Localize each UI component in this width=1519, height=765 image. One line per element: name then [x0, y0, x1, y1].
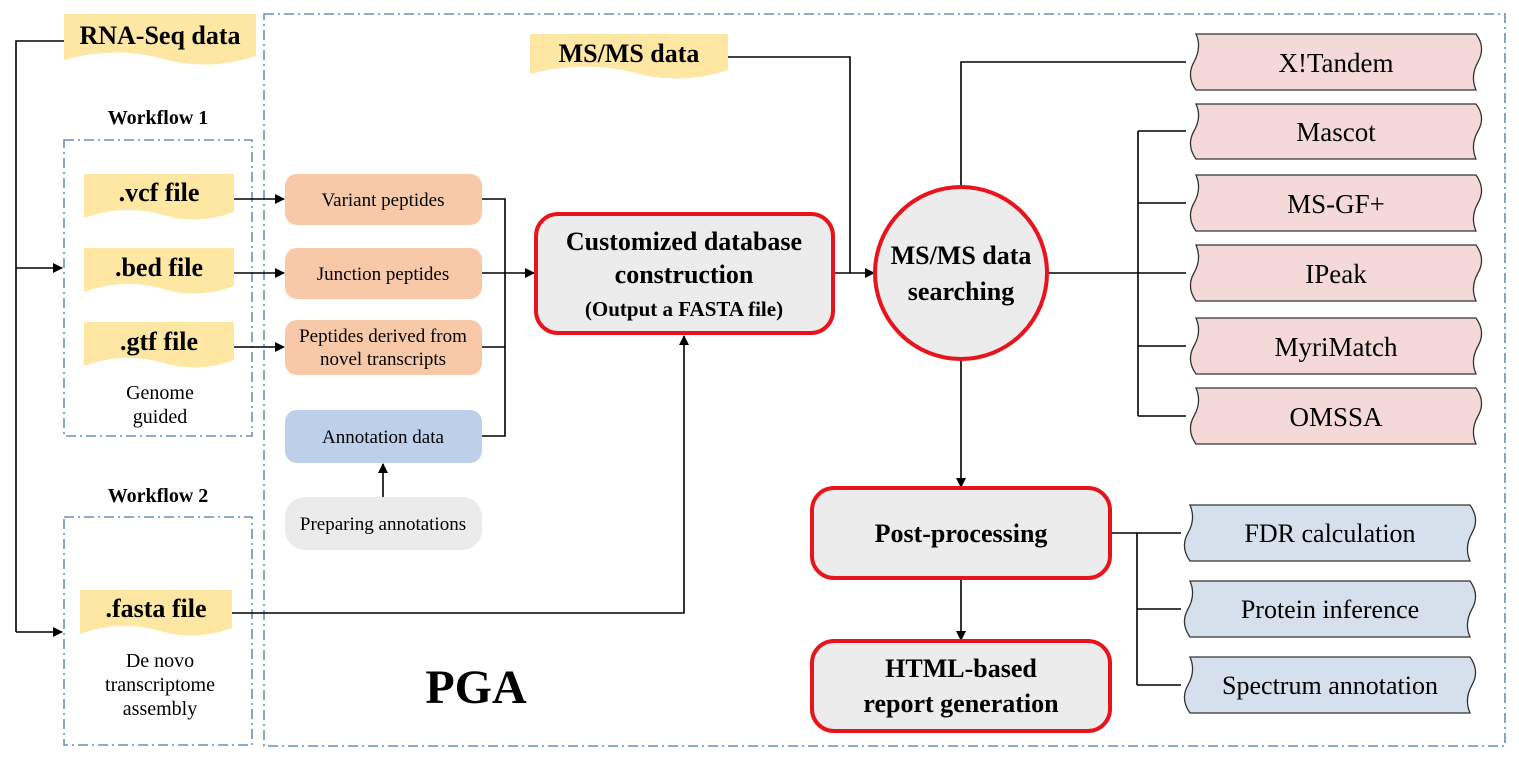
- engine-mascot: Mascot: [1189, 103, 1483, 160]
- workflow2-boundary: [63, 516, 253, 746]
- post-processing-box: Post-processing: [810, 486, 1112, 580]
- annotation-data-label: Annotation data: [322, 427, 444, 448]
- step-fdr-calculation: FDR calculation: [1183, 504, 1477, 562]
- workflow1-title: Workflow 1: [108, 107, 209, 129]
- engine-label: OMSSA: [1289, 402, 1383, 432]
- workflow1-caption-line2: guided: [133, 406, 187, 428]
- workflow1-caption-line1: Genome: [126, 382, 194, 404]
- novel-peptides-box: Peptides derived from novel transcripts: [285, 320, 482, 375]
- vcf-label: .vcf file: [119, 178, 200, 207]
- step-label: FDR calculation: [1244, 519, 1415, 548]
- report-line2: report generation: [863, 689, 1059, 718]
- workflow2-caption-line3: assembly: [123, 698, 197, 720]
- workflow2-caption-line1: De novo: [126, 650, 194, 672]
- engine-msgf: MS-GF+: [1189, 174, 1483, 232]
- workflow2-caption-line2: transcriptome: [105, 674, 215, 696]
- gtf-tag: .gtf file: [84, 322, 234, 368]
- engine-omssa: OMSSA: [1189, 387, 1483, 445]
- preparing-annotations-label: Preparing annotations: [300, 514, 466, 535]
- fasta-label: .fasta file: [105, 594, 206, 623]
- engine-label: MyriMatch: [1275, 332, 1398, 362]
- post-processing-label: Post-processing: [875, 519, 1048, 548]
- rnaseq-label: RNA-Seq data: [79, 21, 240, 50]
- search-line2: searching: [908, 277, 1014, 306]
- db-line2: construction: [615, 260, 754, 289]
- pga-label: PGA: [425, 661, 527, 714]
- db-line3: (Output a FASTA file): [585, 297, 783, 321]
- workflow2-title: Workflow 2: [108, 485, 209, 507]
- junction-peptides-label: Junction peptides: [317, 264, 449, 285]
- step-spectrum-annotation: Spectrum annotation: [1183, 656, 1477, 714]
- gtf-label: .gtf file: [120, 327, 198, 356]
- rnaseq-tag: RNA-Seq data: [64, 14, 256, 65]
- engine-ipeak: IPeak: [1189, 244, 1483, 302]
- report-line1: HTML-based: [885, 654, 1037, 683]
- annotation-data-box: Annotation data: [285, 410, 482, 463]
- step-label: Spectrum annotation: [1222, 671, 1438, 700]
- fasta-tag: .fasta file: [80, 590, 232, 636]
- junction-peptides-box: Junction peptides: [285, 248, 482, 299]
- workflow1-boundary: [63, 139, 253, 437]
- bed-tag: .bed file: [84, 248, 234, 294]
- pga-boundary: [263, 13, 1506, 747]
- step-label: Protein inference: [1241, 595, 1419, 624]
- variant-peptides-label: Variant peptides: [322, 190, 445, 211]
- database-construction-box: Customized database construction (Output…: [534, 212, 835, 335]
- engine-label: X!Tandem: [1278, 48, 1393, 78]
- msms-tag: MS/MS data: [530, 34, 728, 79]
- bed-label: .bed file: [115, 253, 203, 282]
- step-protein-inference: Protein inference: [1183, 580, 1477, 638]
- vcf-tag: .vcf file: [84, 174, 234, 220]
- engine-label: Mascot: [1296, 117, 1376, 147]
- preparing-annotations-box: Preparing annotations: [285, 497, 482, 550]
- engine-label: MS-GF+: [1287, 189, 1385, 219]
- novel-peptides-line1: Peptides derived from: [299, 326, 467, 347]
- search-line1: MS/MS data: [891, 241, 1032, 270]
- novel-peptides-line2: novel transcripts: [320, 349, 446, 370]
- engine-xtandem: X!Tandem: [1189, 33, 1483, 91]
- db-line1: Customized database: [566, 227, 802, 256]
- engine-label: IPeak: [1305, 259, 1367, 289]
- connectors: [15, 40, 1186, 686]
- msms-label: MS/MS data: [559, 39, 700, 68]
- report-generation-box: HTML-based report generation: [810, 639, 1112, 733]
- msms-searching-circle: MS/MS data searching: [873, 185, 1049, 361]
- variant-peptides-box: Variant peptides: [285, 174, 482, 225]
- engine-myrimatch: MyriMatch: [1189, 317, 1483, 375]
